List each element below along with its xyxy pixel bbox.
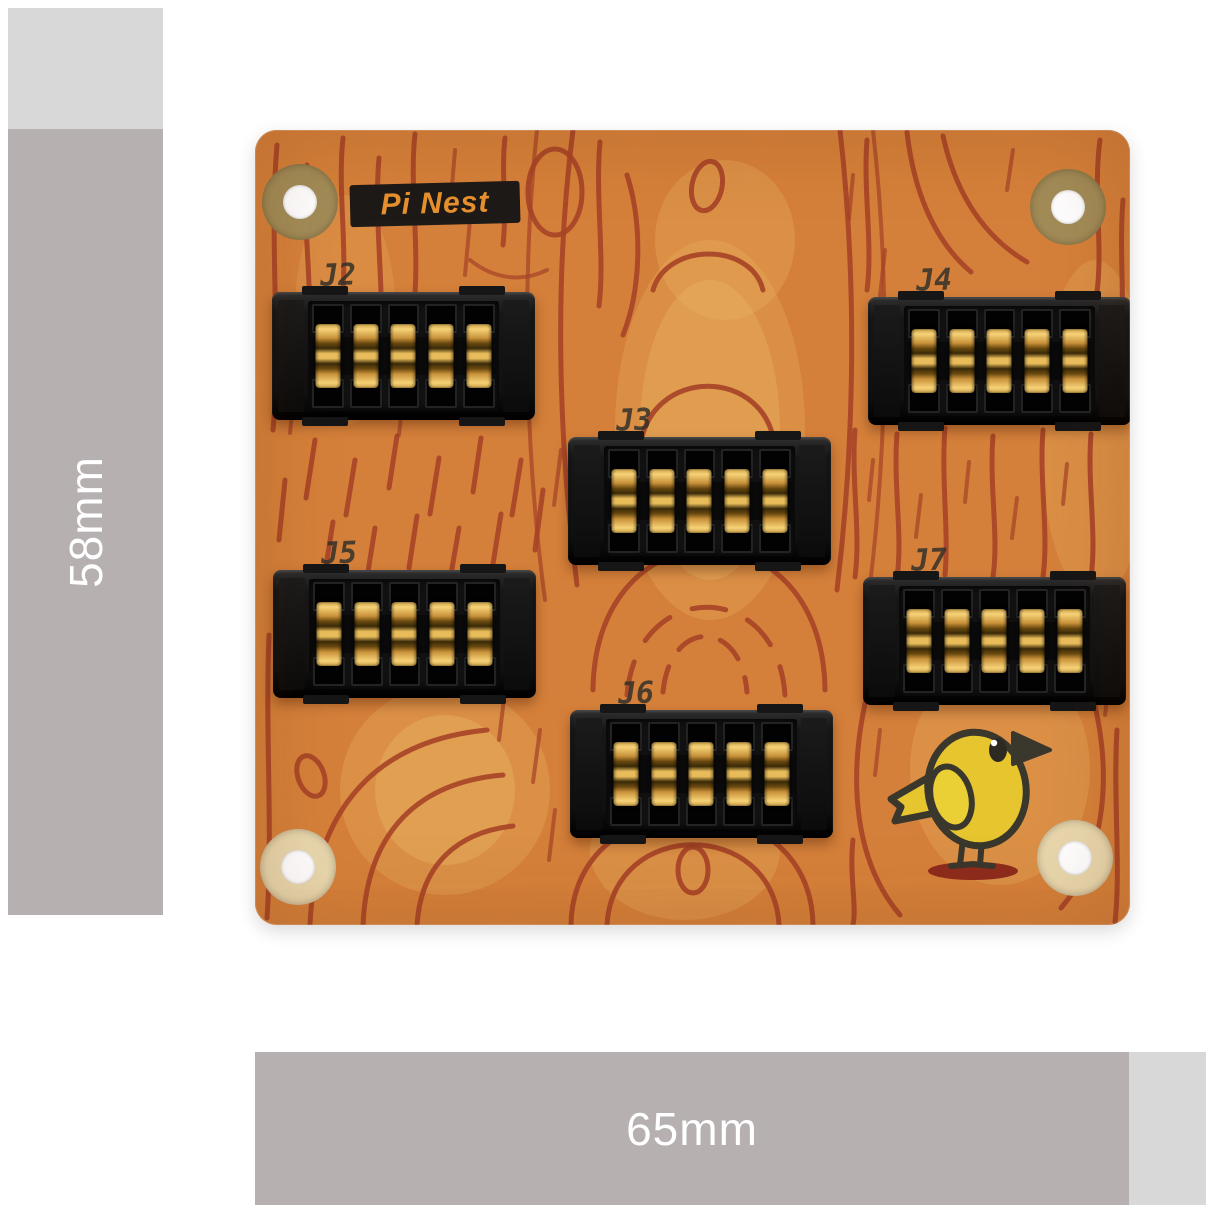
gold-contact (949, 329, 975, 393)
gold-contact (429, 602, 455, 666)
gold-contact (353, 324, 379, 388)
gold-contact (762, 469, 788, 533)
gold-contact (649, 469, 675, 533)
gold-contact (651, 742, 677, 806)
mounting-hole-bottom-left (260, 829, 336, 905)
height-dimension-bar: 58mm (8, 8, 163, 915)
gold-contact (911, 329, 937, 393)
gold-contact (986, 329, 1012, 393)
height-dimension-offset-segment (8, 8, 163, 129)
gold-contact (611, 469, 637, 533)
gold-contact (981, 609, 1007, 673)
pcb-board: Pi Nest J2 J4 J3 J5 J7 J6 (255, 130, 1130, 925)
gold-contact (764, 742, 790, 806)
gold-contact (724, 469, 750, 533)
bird-logo (887, 728, 1052, 880)
width-dimension-bar: 65mm (255, 1052, 1206, 1205)
gold-contact (390, 324, 416, 388)
gold-contact (944, 609, 970, 673)
connector-housing (868, 297, 1130, 425)
connector-housing (273, 570, 536, 698)
mounting-hole-top-left (262, 164, 338, 240)
connector-j6: J6 (570, 675, 833, 844)
gold-contact (354, 602, 380, 666)
gold-contact (467, 602, 493, 666)
connector-housing (570, 710, 833, 838)
connector-housing (863, 577, 1126, 705)
gold-contact (1024, 329, 1050, 393)
mounting-hole-top-right (1030, 169, 1106, 245)
gold-contact (428, 324, 454, 388)
connector-j3: J3 (568, 402, 831, 571)
gold-contact (1062, 329, 1088, 393)
gold-contact (1057, 609, 1083, 673)
gold-contact (613, 742, 639, 806)
connector-j7: J7 (863, 542, 1126, 711)
gold-contact (686, 469, 712, 533)
connector-j4: J4 (868, 262, 1130, 431)
width-dimension-offset-segment (1129, 1052, 1206, 1205)
connector-j5: J5 (273, 535, 536, 704)
gold-contact (906, 609, 932, 673)
gold-contact (316, 602, 342, 666)
height-dimension-label: 58mm (59, 456, 112, 588)
board-title: Pi Nest (380, 185, 490, 222)
mounting-hole-bottom-right (1037, 820, 1113, 896)
connector-j2: J2 (272, 257, 535, 426)
gold-contact (391, 602, 417, 666)
gold-contact (688, 742, 714, 806)
connector-housing (272, 292, 535, 420)
width-dimension-label: 65mm (626, 1102, 758, 1155)
gold-contact (1019, 609, 1045, 673)
connector-housing (568, 437, 831, 565)
gold-contact (466, 324, 492, 388)
board-title-badge: Pi Nest (349, 180, 521, 228)
gold-contact (726, 742, 752, 806)
gold-contact (315, 324, 341, 388)
